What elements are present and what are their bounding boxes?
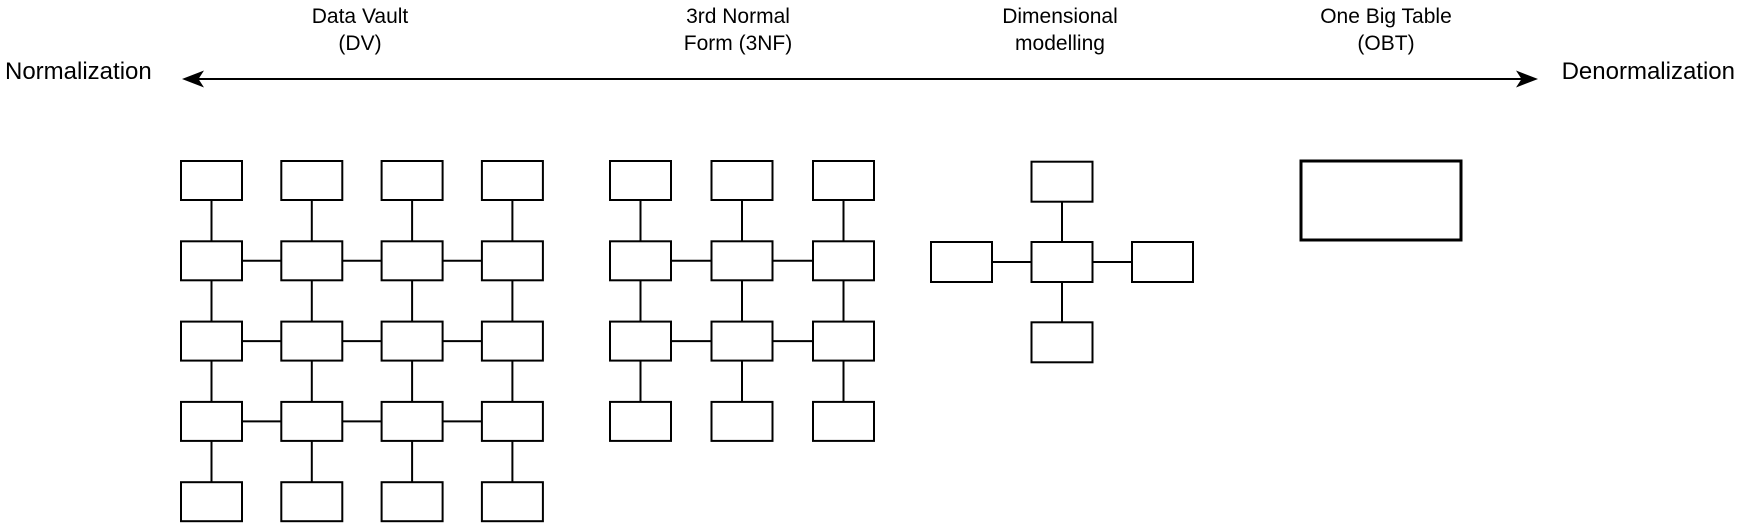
tnf-table-box <box>812 400 875 442</box>
normalization-label: Normalization <box>5 58 152 85</box>
dv-table-box <box>280 240 344 282</box>
tnf-table-box <box>710 160 774 201</box>
dv-table-box <box>280 400 344 442</box>
dv-table-box <box>380 320 444 362</box>
axis-arrowhead-right-icon <box>1516 70 1538 88</box>
dv-table-box <box>480 400 544 442</box>
dv-table-box <box>280 320 344 362</box>
dv-table-box <box>380 240 444 282</box>
tnf-table-box <box>609 160 672 201</box>
tnf-table-box <box>609 400 672 442</box>
tnf-table-box <box>710 240 774 282</box>
dv-table-box <box>180 160 243 201</box>
dv-table-box <box>380 481 444 523</box>
model-label-line: Dimensional <box>1002 5 1118 28</box>
dimension-table-box <box>1030 160 1094 203</box>
dv-table-box <box>180 400 243 442</box>
dimension-table-box <box>1030 321 1094 364</box>
dimension-table-box <box>930 241 993 283</box>
dimension-table-box <box>1131 241 1194 283</box>
dv-table-box <box>180 481 243 523</box>
dv-table-box <box>380 400 444 442</box>
dv-table-box <box>180 320 243 362</box>
model-label-line: One Big Table <box>1320 5 1452 28</box>
model-label-line: Form (3NF) <box>683 32 793 55</box>
tnf-table-box <box>609 240 672 282</box>
model-label-line: (DV) <box>338 32 382 55</box>
model-label-dimensional: Dimensional modelling <box>930 3 1190 57</box>
dv-table-box <box>180 240 243 282</box>
dv-table-box <box>480 481 544 523</box>
tnf-table-box <box>710 400 774 442</box>
dv-table-box <box>480 160 544 201</box>
dv-table-box <box>280 160 344 201</box>
axis-arrowhead-left-icon <box>182 70 204 88</box>
dv-table-box <box>480 240 544 282</box>
obt-table-box <box>1299 159 1463 242</box>
model-label-obt: One Big Table (OBT) <box>1256 3 1516 57</box>
dv-table-box <box>480 320 544 362</box>
model-label-line: Data Vault <box>311 5 409 28</box>
model-label-3nf: 3rd Normal Form (3NF) <box>608 3 868 57</box>
dv-table-box <box>280 481 344 523</box>
model-label-line: modelling <box>1015 32 1105 55</box>
model-label-line: 3rd Normal <box>686 5 790 28</box>
tnf-table-box <box>710 320 774 362</box>
fact-table-box <box>1030 241 1094 283</box>
tnf-table-box <box>812 240 875 282</box>
tnf-table-box <box>609 320 672 362</box>
denormalization-label: Denormalization <box>1561 58 1735 85</box>
model-label-line: (OBT) <box>1357 32 1415 55</box>
model-label-data-vault: Data Vault (DV) <box>230 3 490 57</box>
tnf-table-box <box>812 320 875 362</box>
dv-table-box <box>380 160 444 201</box>
tnf-table-box <box>812 160 875 201</box>
